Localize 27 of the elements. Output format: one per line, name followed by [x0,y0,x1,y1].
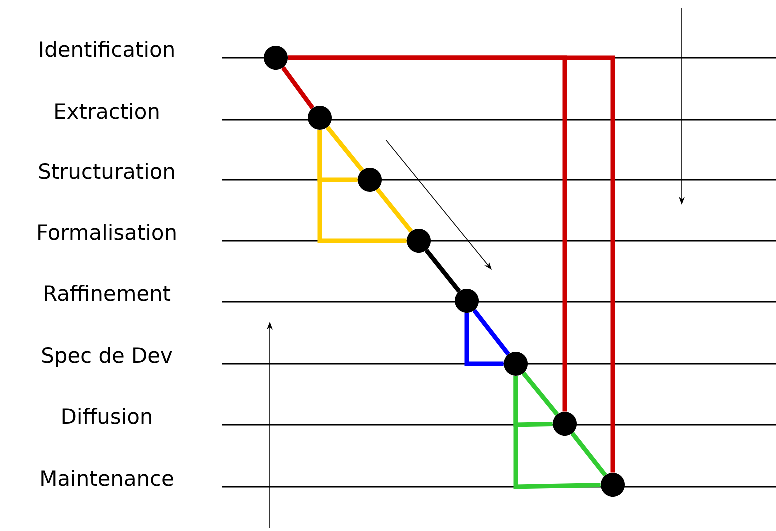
dot [553,412,577,436]
connector-line [570,432,608,477]
connector-line [472,309,510,356]
connector-line [464,313,504,366]
connector-line [424,249,462,293]
phase-label: Maintenance [42,470,174,486]
dot [455,289,479,313]
phase-label: Formalisation [38,224,176,240]
connector-line [288,56,616,473]
dot [308,106,332,130]
connector-line [281,66,315,110]
connector-line [318,130,407,244]
dot [504,352,528,376]
phase-label: Identification [40,41,174,58]
dot [264,46,288,70]
dot [601,473,625,497]
connector-line [514,376,601,490]
phase-label: Raffinement [45,285,171,302]
phase-label: Diffusion [62,408,152,424]
dot [358,168,382,192]
phase-label: Structuration [39,163,174,180]
phase-label: Spec de Dev [42,347,172,368]
connector-line [376,188,414,233]
dot [407,229,431,253]
connector-line [326,126,364,172]
phase-label: Extraction [56,103,159,120]
connector-line [522,372,560,416]
